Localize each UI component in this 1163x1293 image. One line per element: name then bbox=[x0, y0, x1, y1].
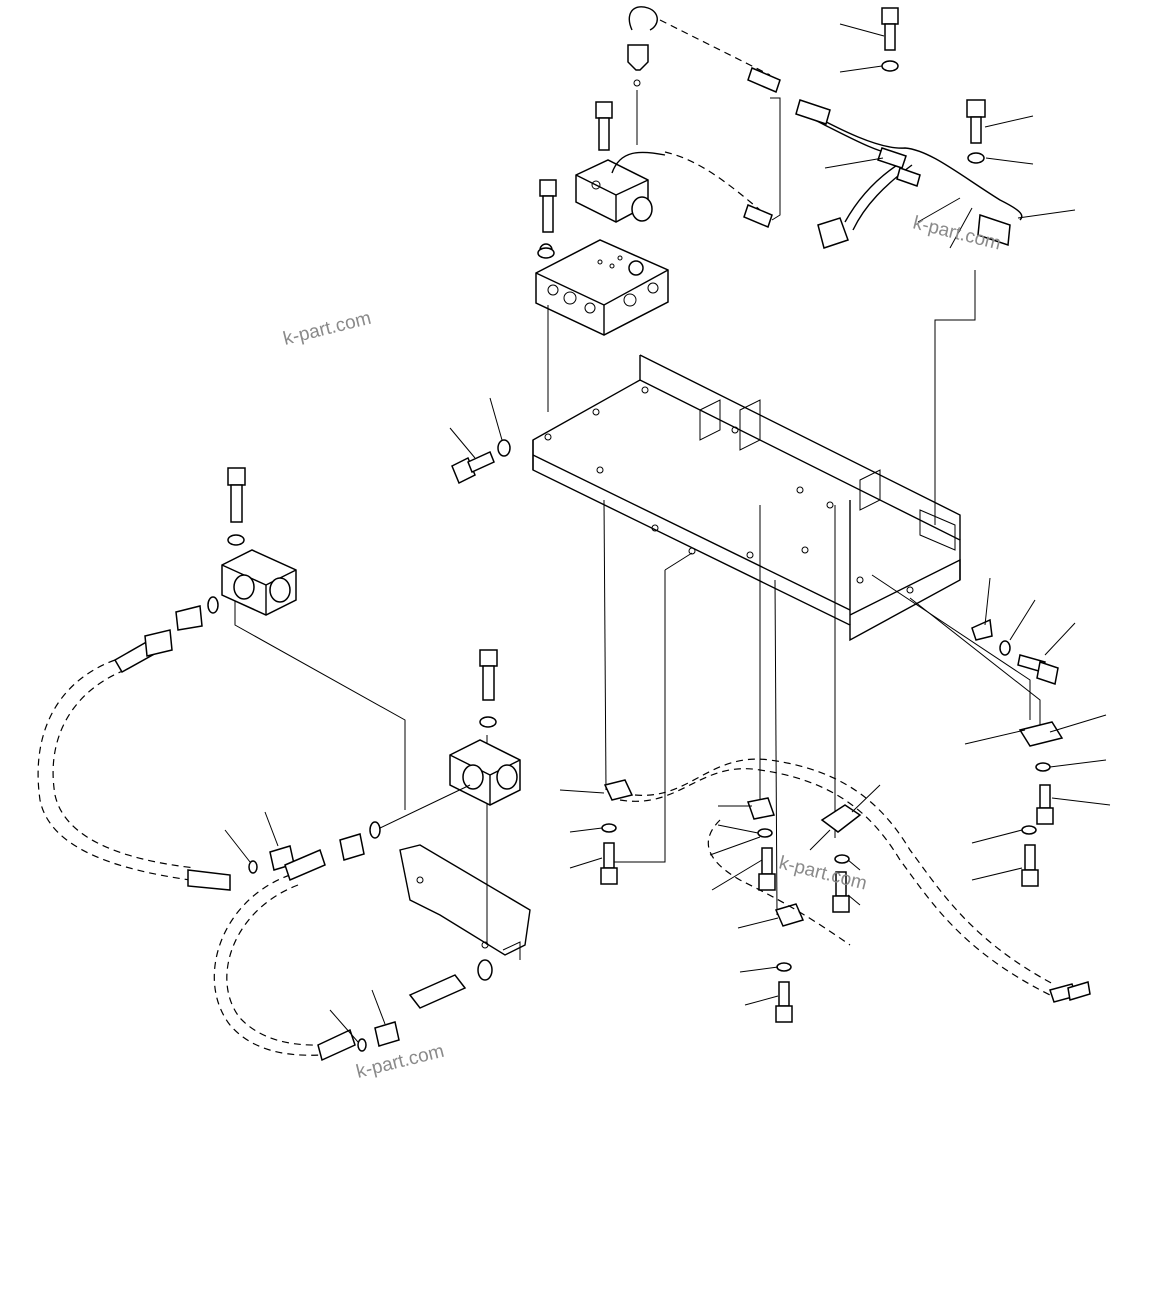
middle-bolt-top bbox=[479, 649, 498, 728]
wiring-harness bbox=[659, 19, 1023, 249]
left-bolt-top bbox=[227, 467, 246, 546]
middle-valve-block bbox=[449, 739, 521, 806]
middle-fittings bbox=[329, 989, 400, 1052]
left-fittings bbox=[224, 811, 295, 874]
middle-hose bbox=[213, 784, 493, 1062]
watermark-1: k-part.com bbox=[281, 308, 373, 350]
fastener-group bbox=[451, 7, 1064, 1023]
mounting-frame bbox=[532, 354, 961, 642]
callout-leaders bbox=[449, 23, 1111, 1006]
bracket-plate bbox=[399, 844, 531, 956]
left-valve-block bbox=[221, 549, 297, 616]
watermark-4: k-part.com bbox=[354, 1041, 446, 1083]
upper-valve-block bbox=[535, 239, 669, 336]
watermark-3: k-part.com bbox=[777, 852, 869, 894]
solenoid-valve bbox=[575, 151, 666, 223]
left-hose bbox=[37, 596, 231, 891]
lower-harness bbox=[619, 758, 1091, 1003]
routing-lines bbox=[234, 90, 1041, 960]
pressure-sensor bbox=[627, 6, 658, 87]
